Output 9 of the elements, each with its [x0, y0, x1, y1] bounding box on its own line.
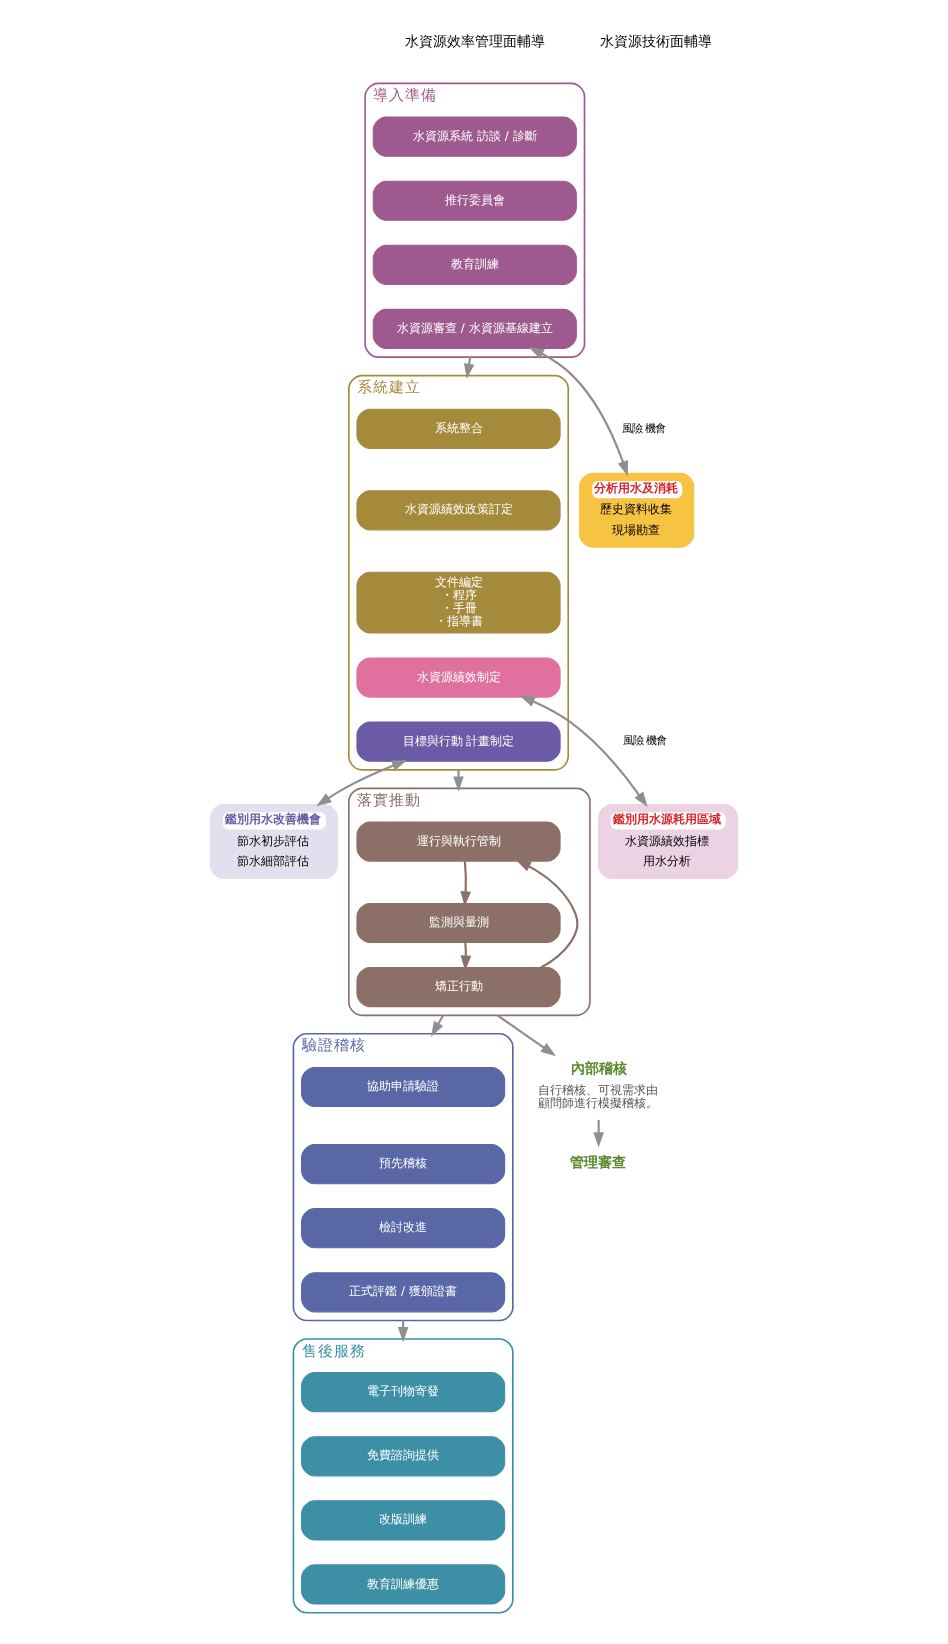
- arrow: [515, 859, 579, 969]
- arrow: [460, 861, 472, 907]
- arrow: [519, 695, 648, 808]
- arrow: [460, 942, 472, 971]
- arrow: [463, 356, 475, 379]
- arrow: [528, 347, 628, 477]
- arrow: [453, 769, 464, 792]
- arrow: [316, 760, 408, 807]
- arrow: [431, 1014, 445, 1037]
